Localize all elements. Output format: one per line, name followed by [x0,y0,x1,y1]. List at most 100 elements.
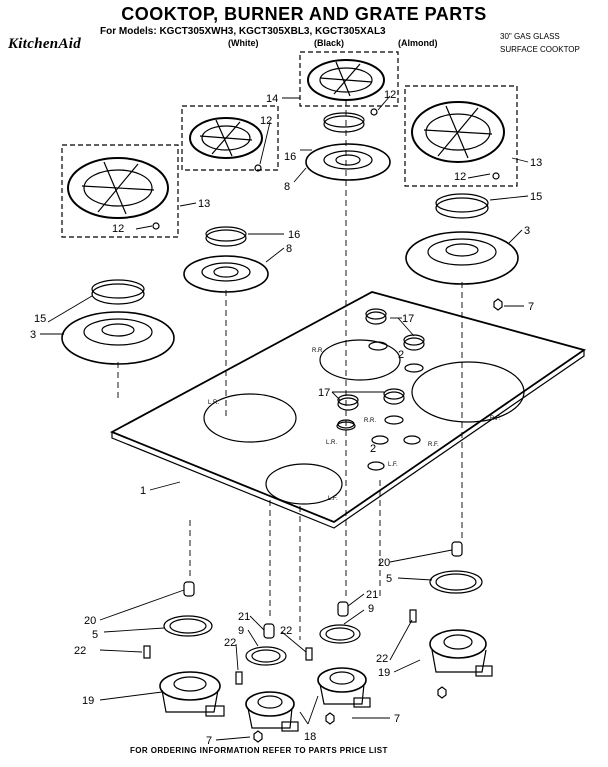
part-label-12: 12 [384,89,396,101]
part-label-20: 20 [84,615,96,627]
page-title: COOKTOP, BURNER AND GRATE PARTS [121,4,487,24]
burner-housing [317,667,371,708]
description-line-2: SURFACE COOKTOP [500,45,580,54]
variant-almond: (Almond) [398,38,438,48]
part-label-8: 8 [284,181,290,193]
part-label-8: 8 [286,243,292,255]
hex-nut [493,298,503,311]
part-label-19: 19 [82,695,94,707]
part-label-16: 16 [288,229,300,241]
grate-left [67,157,169,219]
knob-mark-lf: L.F. [388,462,398,468]
grate-left-mid [189,117,263,159]
part-label-13: 13 [530,157,542,169]
burner-cap-small-top [323,112,365,133]
part-label-20: 20 [378,557,390,569]
burner-opening-rr [319,339,401,381]
hex-nut [325,712,335,725]
burner-housing [245,691,299,732]
part-label-14: 14 [266,93,278,105]
part-label-2: 2 [370,443,376,455]
position-mark-rr: R.R. [312,348,324,354]
grate-bumper [152,222,160,230]
orifice-hood [183,581,195,597]
orifice-hood [451,541,463,557]
product-description: 30" GAS GLASS SURFACE COOKTOP [500,30,580,56]
model-list: For Models: KGCT305XWH3, KGCT305XBL3, KG… [100,26,386,37]
screw [235,671,243,685]
part-label-19: 19 [378,667,390,679]
part-label-7: 7 [528,301,534,313]
seal-ring [429,570,483,594]
burner-opening-rf [411,361,525,423]
grate-bumper [492,172,500,180]
burner-opening-lf [265,463,343,505]
part-label-22: 22 [280,625,292,637]
part-label-22: 22 [74,645,86,657]
part-label-7: 7 [206,735,212,747]
part-label-15: 15 [34,313,46,325]
grate-bumper [370,108,378,116]
grate-right [411,101,505,163]
part-label-13: 13 [198,198,210,210]
part-label-12: 12 [454,171,466,183]
part-label-15: 15 [530,191,542,203]
burner-cap-large-right [435,193,489,219]
part-label-3: 3 [524,225,530,237]
variant-black: (Black) [314,38,345,48]
control-knob [336,394,359,431]
burner-housing [159,671,225,717]
grate-box-top [299,51,399,107]
seal-ring [245,646,287,666]
hex-nut [253,730,263,743]
screw [305,647,313,661]
position-mark-lr: L.R. [208,400,219,406]
brand-logo: KitchenAid [8,36,82,52]
part-label-5: 5 [386,573,392,585]
burner-opening-lr [203,393,297,443]
orifice-hood [337,601,349,617]
ordering-note: FOR ORDERING INFORMATION REFER TO PARTS … [130,746,388,755]
part-label-9: 9 [368,603,374,615]
grate-box-left-mid [181,105,279,171]
part-label-22: 22 [224,637,236,649]
grate-box-left [61,144,179,238]
position-mark-lf: L.F. [328,496,338,502]
burner-base-left [61,311,175,365]
part-label-12: 12 [260,115,272,127]
control-knob [403,334,425,373]
position-mark-rf: R.F. [490,416,501,422]
control-knob [383,388,405,425]
knob-mark-rf: R.F. [428,442,439,448]
part-label-22: 22 [376,653,388,665]
part-label-16: 16 [284,151,296,163]
part-label-9: 9 [238,625,244,637]
control-knob [365,308,388,351]
screw [143,645,151,659]
screw [409,609,417,623]
part-label-7: 7 [394,713,400,725]
part-label-18: 18 [304,731,316,743]
knob-mark-rr: R.R. [364,418,376,424]
part-label-2: 2 [398,349,404,361]
variant-white: (White) [228,38,259,48]
part-label-12: 12 [112,223,124,235]
grate-top [307,59,385,101]
burner-base-right [405,231,519,285]
seal-ring [163,615,213,637]
part-label-17: 17 [318,387,330,399]
burner-base-left-mid [183,255,269,293]
knob-mark-lr: L.R. [326,440,337,446]
hex-nut [437,686,447,699]
part-label-5: 5 [92,629,98,641]
cooktop-glass-panel [109,291,587,524]
orifice-hood [263,623,275,639]
burner-housing [429,629,493,677]
part-label-1: 1 [140,485,146,497]
grate-box-right [404,85,518,187]
description-line-1: 30" GAS GLASS [500,32,560,41]
burner-cap-large-left [91,279,145,305]
part-label-21: 21 [238,611,250,623]
part-label-17: 17 [402,313,414,325]
